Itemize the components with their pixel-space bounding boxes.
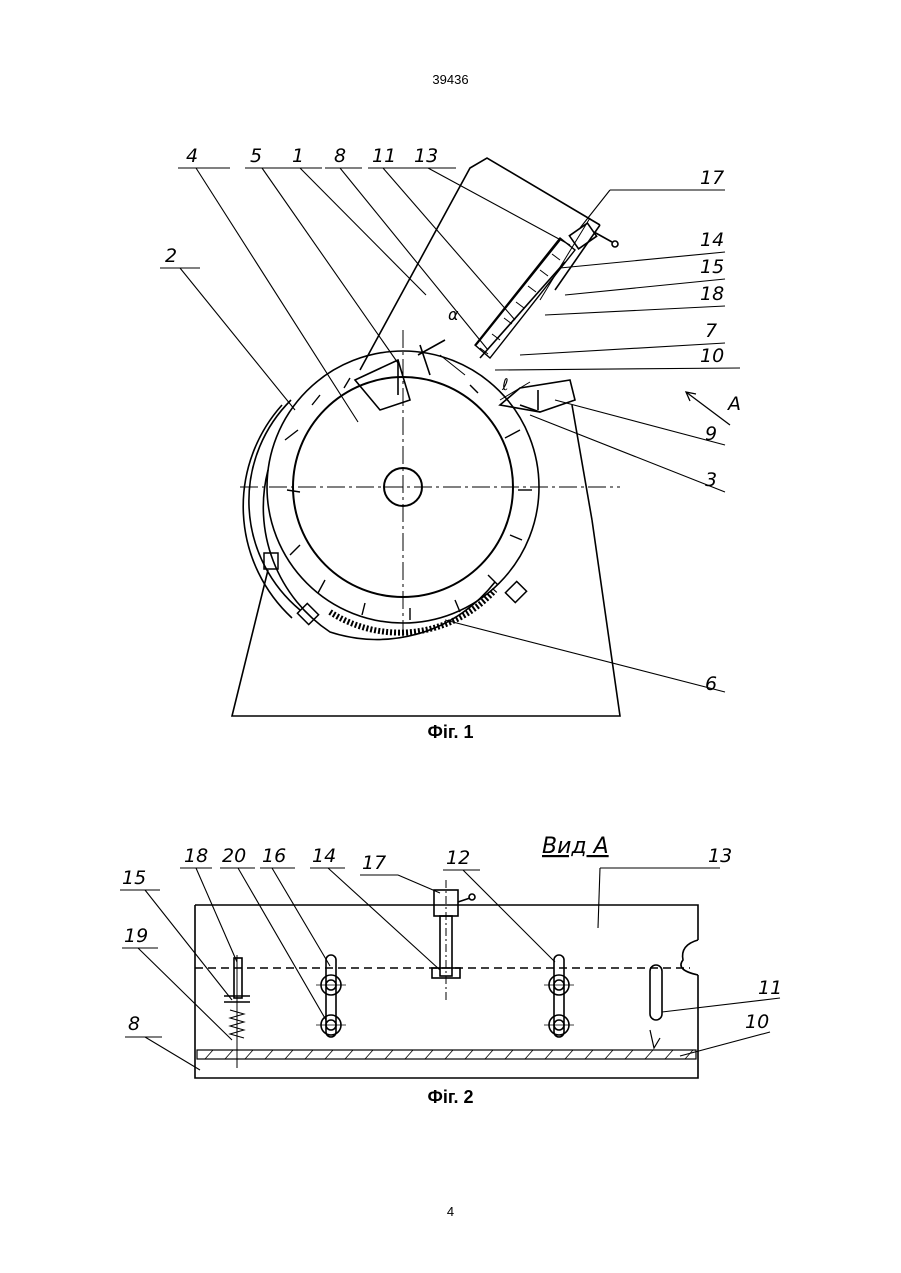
label-6: 6 <box>705 673 717 695</box>
label-12: 12 <box>446 847 470 869</box>
label-11b: 11 <box>758 977 782 999</box>
label-arrow-a: A <box>726 393 741 415</box>
base-frame <box>232 520 620 716</box>
arrow-a <box>686 392 730 425</box>
hatched-plate <box>475 238 575 358</box>
label-14b: 14 <box>312 845 336 867</box>
side-bolts <box>264 553 527 625</box>
label-16: 16 <box>262 845 286 867</box>
label-8b: 8 <box>128 1013 140 1035</box>
outer-housing <box>249 400 300 610</box>
base-frame-right <box>572 405 592 520</box>
label-13b: 13 <box>708 845 732 867</box>
page-number: 4 <box>0 1204 901 1219</box>
strip-hatch <box>205 1050 693 1059</box>
label-angle: α <box>448 305 459 324</box>
label-9: 9 <box>705 423 717 445</box>
label-14: 14 <box>700 229 724 251</box>
label-8: 8 <box>334 145 346 167</box>
label-19: 19 <box>124 925 148 947</box>
label-17b: 17 <box>362 852 386 874</box>
label-15: 15 <box>700 256 724 278</box>
label-3: 3 <box>705 469 717 491</box>
label-10: 10 <box>700 345 724 367</box>
label-18: 18 <box>700 283 724 305</box>
label-17: 17 <box>700 167 724 189</box>
label-length: ℓ <box>501 375 509 394</box>
label-7: 7 <box>705 320 717 342</box>
label-13: 13 <box>414 145 438 167</box>
fig1-labels: 4 5 1 8 11 13 17 2 14 15 18 7 10 9 3 6 A… <box>165 145 741 695</box>
label-18b: 18 <box>184 845 208 867</box>
label-5: 5 <box>250 145 262 167</box>
label-1: 1 <box>292 145 304 167</box>
label-20: 20 <box>222 845 246 867</box>
label-2: 2 <box>165 245 177 267</box>
figure-2-caption: Фіг. 2 <box>0 1087 901 1108</box>
figure-2-drawing <box>120 868 780 1078</box>
label-15b: 15 <box>122 867 146 889</box>
plate-hatch <box>480 254 560 354</box>
label-11: 11 <box>372 145 396 167</box>
drum-teeth <box>285 378 532 620</box>
figure-1-caption: Фіг. 1 <box>0 722 901 743</box>
fig1-leaders <box>160 168 740 692</box>
label-4: 4 <box>186 145 198 167</box>
view-a-title: Вид А <box>542 834 609 859</box>
label-10b: 10 <box>745 1011 769 1033</box>
